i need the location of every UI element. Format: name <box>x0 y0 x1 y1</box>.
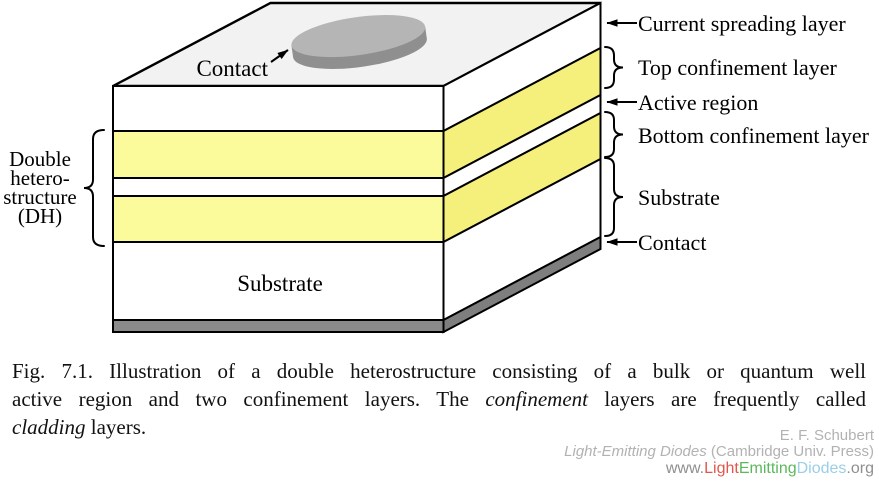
caption-line2-pre: active region and two confinement layers… <box>12 387 486 411</box>
front-active-region <box>112 177 445 197</box>
caption-line1-text: Fig. 7.1. Illustration of a double heter… <box>12 359 866 383</box>
caption-line3-italic: cladding <box>12 415 86 439</box>
figure-caption: Fig. 7.1. Illustration of a double heter… <box>12 357 866 441</box>
dh-brace <box>83 129 105 247</box>
contact-disc <box>291 15 427 69</box>
top-contact-label: Contact <box>196 56 268 81</box>
substrate-brace <box>604 157 624 237</box>
label-current-spreading-layer: Current spreading layer <box>638 11 846 36</box>
caption-line-1: Fig. 7.1. Illustration of a double heter… <box>12 357 866 385</box>
front-current-spreading-layer <box>112 85 445 132</box>
box-front-face <box>112 85 445 333</box>
front-contact-strip <box>112 319 445 333</box>
right-labels: Current spreading layer Top confinement … <box>638 11 870 255</box>
caption-line-2: active region and two confinement layers… <box>12 385 866 413</box>
dh-label-line2: hetero- <box>10 166 69 190</box>
heterostructure-diagram: Contact Substrate Double hetero- structu… <box>3 1 870 334</box>
top-contact-arrow <box>270 49 289 63</box>
front-substrate-label: Substrate <box>237 271 323 296</box>
front-bottom-confinement-layer <box>112 195 445 243</box>
url-emitting: Emitting <box>738 460 797 477</box>
attribution-block: E. F. Schubert Light-Emitting Diodes (Ca… <box>564 428 874 477</box>
caption-line2-post: layers are frequently called <box>587 387 866 411</box>
attribution-author: E. F. Schubert <box>779 427 874 444</box>
url-diodes: Diodes <box>796 460 847 477</box>
label-active-region: Active region <box>638 90 758 115</box>
front-top-confinement-layer <box>112 130 445 179</box>
attribution-url-link[interactable]: www.LightEmittingDiodes.org <box>564 461 874 477</box>
top-confinement-brace <box>604 46 624 89</box>
front-substrate-layer <box>112 241 445 321</box>
attribution-book-publisher: (Cambridge Univ. Press) <box>706 443 874 460</box>
label-top-confinement-layer: Top confinement layer <box>638 55 838 80</box>
caption-line3-post: layers. <box>85 415 147 439</box>
url-light: Light <box>704 460 739 477</box>
contact-disc-top <box>291 15 426 58</box>
caption-line2-italic: confinement <box>485 387 588 411</box>
attribution-book-title: Light-Emitting Diodes <box>564 443 707 460</box>
url-www: www. <box>665 460 705 477</box>
caption-line-3: cladding layers. <box>12 413 866 441</box>
attribution-book: Light-Emitting Diodes (Cambridge Univ. P… <box>564 444 874 460</box>
label-bottom-confinement-layer: Bottom confinement layer <box>638 123 870 148</box>
label-contact: Contact <box>638 230 706 255</box>
bottom-confinement-brace <box>604 111 624 158</box>
dh-label-line3: structure <box>3 185 76 209</box>
dh-label: Double hetero- structure (DH) <box>3 147 76 228</box>
label-substrate: Substrate <box>638 185 720 210</box>
url-org: .org <box>846 460 874 477</box>
dh-label-line4: (DH) <box>18 204 62 228</box>
dh-label-line1: Double <box>9 147 71 171</box>
